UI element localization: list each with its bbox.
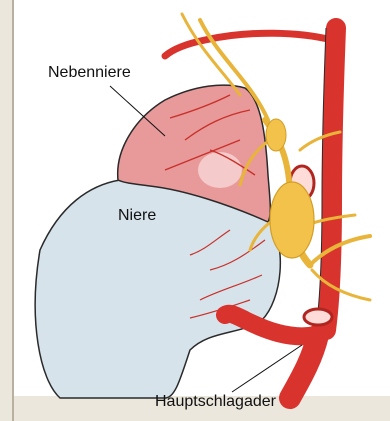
label-hauptschlagader: Hauptschlagader bbox=[155, 393, 276, 411]
label-niere: Niere bbox=[118, 207, 156, 225]
adrenal-highlight bbox=[198, 152, 242, 188]
nerve-ganglion bbox=[270, 182, 314, 258]
label-nebenniere: Nebenniere bbox=[48, 64, 131, 82]
lower-artery-branch bbox=[225, 314, 316, 337]
upper-artery-branch bbox=[165, 33, 332, 56]
nerve-ganglion-upper bbox=[266, 119, 286, 151]
vessel-cut-end-lower bbox=[304, 309, 332, 325]
